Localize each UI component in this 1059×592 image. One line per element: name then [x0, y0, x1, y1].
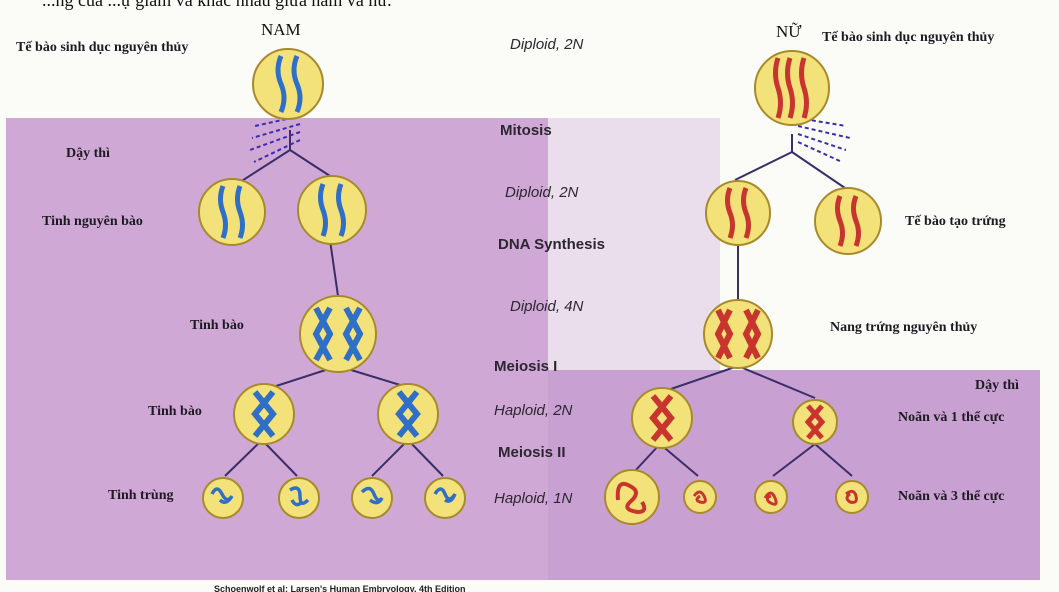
male-spermatids: [202, 477, 466, 519]
spermatogonia-label: Tinh nguyên bào: [42, 214, 143, 229]
male-secondary-spermatocyte-right: [377, 383, 439, 445]
female-secondary-oocyte: [631, 387, 693, 449]
ploidy-label-4: Haploid, 2N: [494, 402, 573, 419]
ploidy-label-3: Diploid, 4N: [510, 298, 584, 315]
male-label: NAM: [261, 20, 301, 39]
ploidy-label-2: Diploid, 2N: [505, 184, 579, 201]
citation: Schoenwolf et al: Larsen's Human Embryol…: [214, 584, 466, 592]
male-spermatogonium-right: [297, 175, 367, 245]
male-puberty-label: Dậy thì: [66, 146, 110, 161]
oogonia-label: Tế bào tạo trứng: [905, 214, 1006, 229]
male-primordial-cell: [252, 48, 324, 120]
male-secondary-spermatocyte-left: [233, 383, 295, 445]
female-lineage-lines: [633, 134, 853, 477]
female-label: NỮ: [776, 22, 802, 41]
female-primordial-label: Tế bào sinh dục nguyên thủy: [822, 30, 995, 45]
female-mitosis-arrows: [797, 117, 851, 163]
mitosis-label: Mitosis: [500, 122, 552, 139]
primary-spermatocyte-label: Tinh bào: [190, 318, 244, 333]
male-spermatogonium-left: [198, 178, 266, 246]
female-first-polar-body: [792, 399, 838, 445]
male-primordial-label: Tế bào sinh dục nguyên thủy: [16, 40, 189, 55]
female-primary-oocyte: [703, 299, 773, 369]
meiosis-1-label: Meiosis I: [494, 358, 558, 375]
female-oogonium-right: [814, 187, 882, 255]
female-primordial-cell: [754, 50, 830, 126]
female-ovum-and-polar-bodies: [604, 469, 869, 525]
cropped-header-text: ...ng cua ...ự giảm và khác nhau giữa na…: [42, 0, 392, 10]
secondary-spermatocyte-label: Tinh bào: [148, 404, 202, 419]
ploidy-label-1: Diploid, 2N: [510, 36, 584, 53]
center-panel: [548, 118, 720, 370]
female-puberty-label: Dậy thì: [975, 378, 1019, 393]
secondary-oocyte-label: Noãn và 1 thể cực: [898, 410, 1005, 425]
male-primary-spermatocyte: [299, 295, 377, 373]
spermatid-label: Tinh trùng: [108, 488, 174, 503]
primary-oocyte-label: Nang trứng nguyên thủy: [830, 320, 978, 335]
meiosis-2-label: Meiosis II: [498, 444, 566, 461]
ploidy-label-5: Haploid, 1N: [494, 490, 573, 507]
ovum-label: Noãn và 3 thể cực: [898, 489, 1005, 504]
dna-synthesis-label: DNA Synthesis: [498, 236, 605, 253]
female-oogonium-left: [705, 180, 771, 246]
